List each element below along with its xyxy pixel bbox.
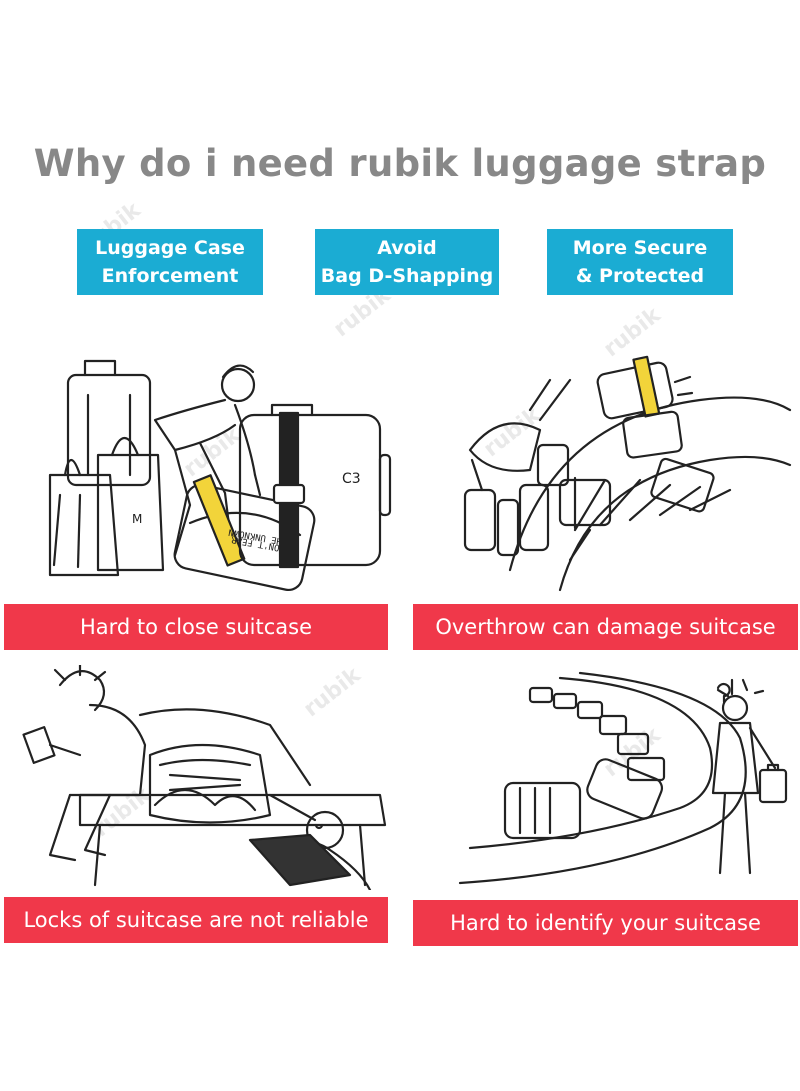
page-title: Why do i need rubik luggage strap <box>33 142 767 185</box>
illustration-identify <box>450 668 795 890</box>
badge-line: Luggage Case <box>95 237 245 259</box>
badge-line: More Secure <box>572 237 708 259</box>
caption-identify: Hard to identify your suitcase <box>413 900 798 946</box>
badge-line: & Protected <box>575 265 705 287</box>
badge-luggage-case-enforcement: Luggage Case Enforcement <box>77 229 263 295</box>
caption-text: Hard to close suitcase <box>79 615 313 639</box>
caption-overthrow: Overthrow can damage suitcase <box>413 604 798 650</box>
illustration-locks-unreliable <box>20 665 390 890</box>
bag-letter: M <box>132 512 142 526</box>
case-mark: C3 <box>342 471 361 487</box>
caption-hard-to-close: Hard to close suitcase <box>4 604 388 650</box>
badge-line: Avoid <box>377 237 437 259</box>
caption-text: Hard to identify your suitcase <box>450 911 761 935</box>
illustration-hard-to-close: M DON'T FEAR THE UNKNOWN C3 <box>40 345 400 595</box>
badge-line: Enforcement <box>101 265 239 287</box>
badge-more-secure-protected: More Secure & Protected <box>547 229 733 295</box>
badge-line: Bag D-Shapping <box>320 265 494 287</box>
caption-text: Locks of suitcase are not reliable <box>23 908 369 932</box>
badge-avoid-bag-deshaping: Avoid Bag D-Shapping <box>315 229 499 295</box>
caption-text: Overthrow can damage suitcase <box>435 615 776 639</box>
illustration-overthrow <box>450 350 795 595</box>
caption-locks-unreliable: Locks of suitcase are not reliable <box>4 897 388 943</box>
